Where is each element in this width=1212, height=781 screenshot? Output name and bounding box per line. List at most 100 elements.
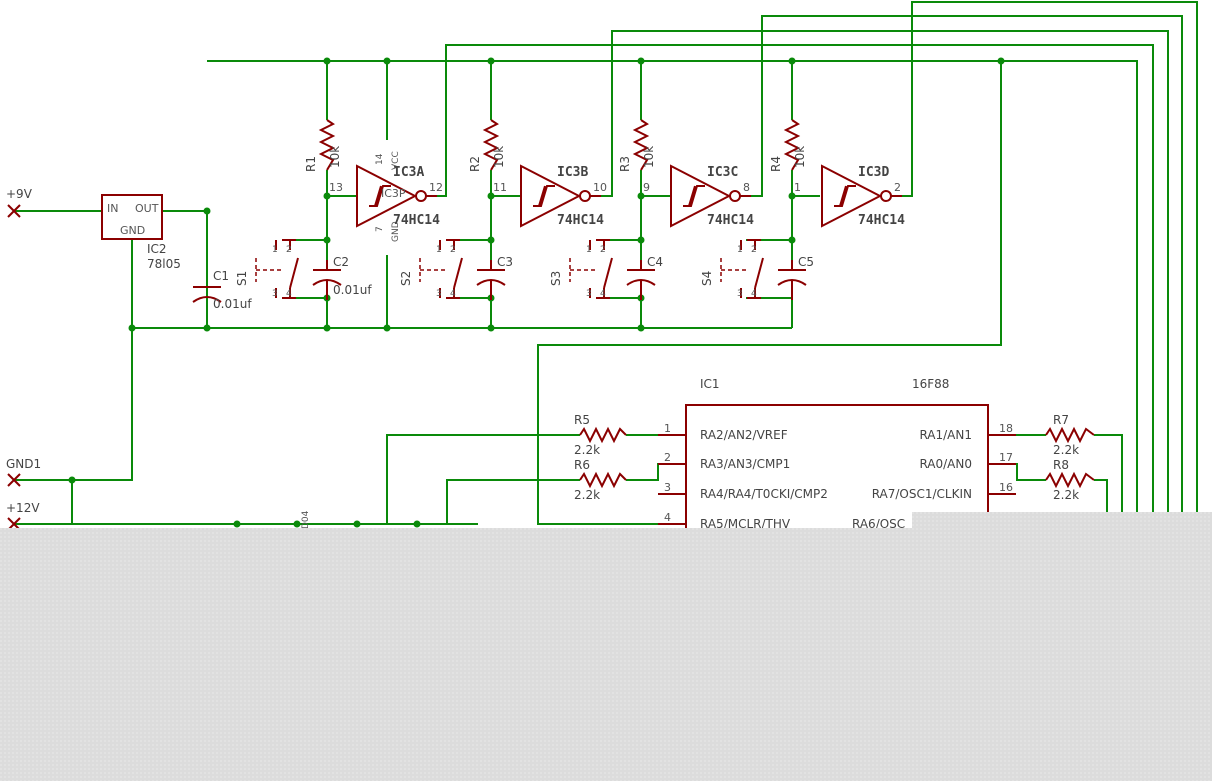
reg-name: IC2 [147,242,167,256]
inverter-ic3d[interactable]: IC3D 74HC14 1 2 [794,164,905,228]
mcu-pin2-num: 2 [664,451,671,464]
reg-value: 78l05 [147,257,181,271]
switch-pin4: 4 [286,289,292,299]
c2-name: C2 [333,255,349,269]
switch-pin2: 2 [751,245,757,255]
reg-pin-gnd: GND [120,224,145,237]
switch-pin1: 1 [737,245,743,255]
switch-pin2: 2 [450,245,456,255]
resistor-r8[interactable]: R8 2.2k [1045,458,1095,502]
s2-name: S2 [399,271,413,286]
junctions [68,57,1005,528]
switch-pin3: 3 [436,289,442,299]
mcu-pin4-label: RA5/MCLR/THV [700,517,791,531]
c2-value: 0.01uf [333,283,372,297]
r4-name: R4 [769,156,783,172]
pullup-r4[interactable]: R4 10k [769,119,807,172]
capacitor-c3[interactable]: C3 [476,255,513,300]
inverter-name: IC3C [707,165,738,180]
s4-name: S4 [700,271,714,286]
c4-name: C4 [647,255,663,269]
inverter-out-pin: 2 [894,181,901,194]
switch-pin2: 2 [600,245,606,255]
capacitor-c1[interactable]: C1 0.01uf [192,211,252,328]
mcu-pin15-label: RA6/OSC [852,517,905,531]
capacitor-c5[interactable]: C5 [777,255,814,300]
switch-pin3: 3 [737,289,743,299]
r6-name: R6 [574,458,590,472]
label-gnd1: GND1 [6,457,41,471]
inverter-name: IC3D [858,165,889,180]
r3-value: 10k [642,146,656,168]
inverter-value: 74HC14 [393,213,440,228]
r5-value: 2.2k [574,443,600,457]
mcu-pin1-num: 1 [664,422,671,435]
r7-name: R7 [1053,413,1069,427]
gnd-pin-label: GND [391,221,401,242]
r6-value: 2.2k [574,488,600,502]
grey-overlay [0,512,1212,781]
s1-name: S1 [235,271,249,286]
inverter-out-pin: 10 [593,181,607,194]
r8-name: R8 [1053,458,1069,472]
pullup-r1[interactable]: R1 10k [304,119,342,172]
inverter-in-pin: 13 [329,181,343,194]
supply-9v[interactable]: +9V [6,187,33,218]
c3-name: C3 [497,255,513,269]
mcu-pin18-num: 18 [999,422,1013,435]
r4-value: 10k [793,146,807,168]
wires [14,1,1198,535]
label-12v: +12V [6,501,40,515]
mcu-value: 16F88 [912,377,949,391]
reg-pin-in: IN [107,202,118,215]
inverter-value: 74HC14 [707,213,754,228]
mcu-pin18-label: RA1/AN1 [919,428,972,442]
reg-pin-out: OUT [135,202,159,215]
label-9v: +9V [6,187,33,201]
inverter-in-pin: 9 [643,181,650,194]
capacitor-c2[interactable]: C2 0.01uf [312,255,372,300]
inverter-overlap-label: IC3P [381,187,406,200]
pullup-r3[interactable]: R3 10k [618,119,656,172]
inverter-value: 74HC14 [858,213,905,228]
vcc-pin-label: VCC [391,151,401,170]
switch-pin1: 1 [586,245,592,255]
r1-value: 10k [328,146,342,168]
switch-pin3: 3 [586,289,592,299]
supply-gnd1[interactable]: GND1 [6,457,41,487]
r8-value: 2.2k [1053,488,1079,502]
r2-name: R2 [468,156,482,172]
mcu-pin4-num: 4 [664,511,671,524]
pullup-r2[interactable]: R2 10k [468,119,506,172]
switch-pin1: 1 [272,245,278,255]
r7-value: 2.2k [1053,443,1079,457]
c1-name: C1 [213,269,229,283]
switch-pin4: 4 [450,289,456,299]
resistor-r6[interactable]: R6 2.2k [574,458,627,502]
r1-name: R1 [304,156,318,172]
mcu-pin17-label: RA0/AN0 [919,457,972,471]
r3-name: R3 [618,156,632,172]
inverter-in-pin: 11 [493,181,507,194]
mcu-pin1-label: RA2/AN2/VREF [700,428,788,442]
r2-value: 10k [492,146,506,168]
resistor-r7[interactable]: R7 2.2k [1045,413,1095,457]
mcu-pin16-label: RA7/OSC1/CLKIN [872,487,972,501]
inverter-in-pin: 1 [794,181,801,194]
mcu-name: IC1 [700,377,720,391]
mcu-pin17-num: 17 [999,451,1013,464]
regulator-ic2[interactable]: IN OUT GND IC2 78l05 [101,194,181,271]
switch-pin3: 3 [272,289,278,299]
supply-12v[interactable]: +12V [6,501,40,531]
capacitor-c4[interactable]: C4 [626,255,663,300]
resistor-r5[interactable]: R5 2.2k [574,413,627,457]
